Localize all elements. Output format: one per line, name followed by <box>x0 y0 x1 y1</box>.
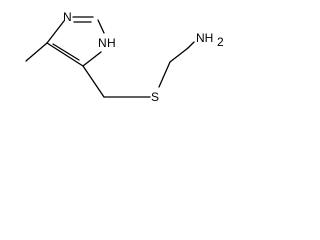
methyl-bond <box>25 42 48 62</box>
ring-bond-c5-c4 <box>46 42 84 67</box>
bond-ch2-nh2 <box>187 41 195 49</box>
atom-n3-label: N <box>63 10 72 24</box>
ring-bond-c5-c4-inner <box>52 43 80 61</box>
atom-s-label: S <box>151 90 159 104</box>
atom-h1-label: H <box>107 36 116 50</box>
bond-c5-ch2 <box>82 65 105 98</box>
atom-n1-label: N <box>98 36 107 50</box>
ring-bond-n1-c5 <box>82 51 102 67</box>
ring-bond-c4-n3 <box>46 20 65 44</box>
molecule-diagram: N N H S NH 2 <box>25 10 224 104</box>
atom-amine-label: NH <box>196 31 213 45</box>
bond-s-ch2 <box>158 61 171 88</box>
ring-bond-c2-n1 <box>97 19 105 34</box>
bond-ch2-ch2 <box>169 47 189 63</box>
atom-amine-subscript: 2 <box>217 35 224 49</box>
